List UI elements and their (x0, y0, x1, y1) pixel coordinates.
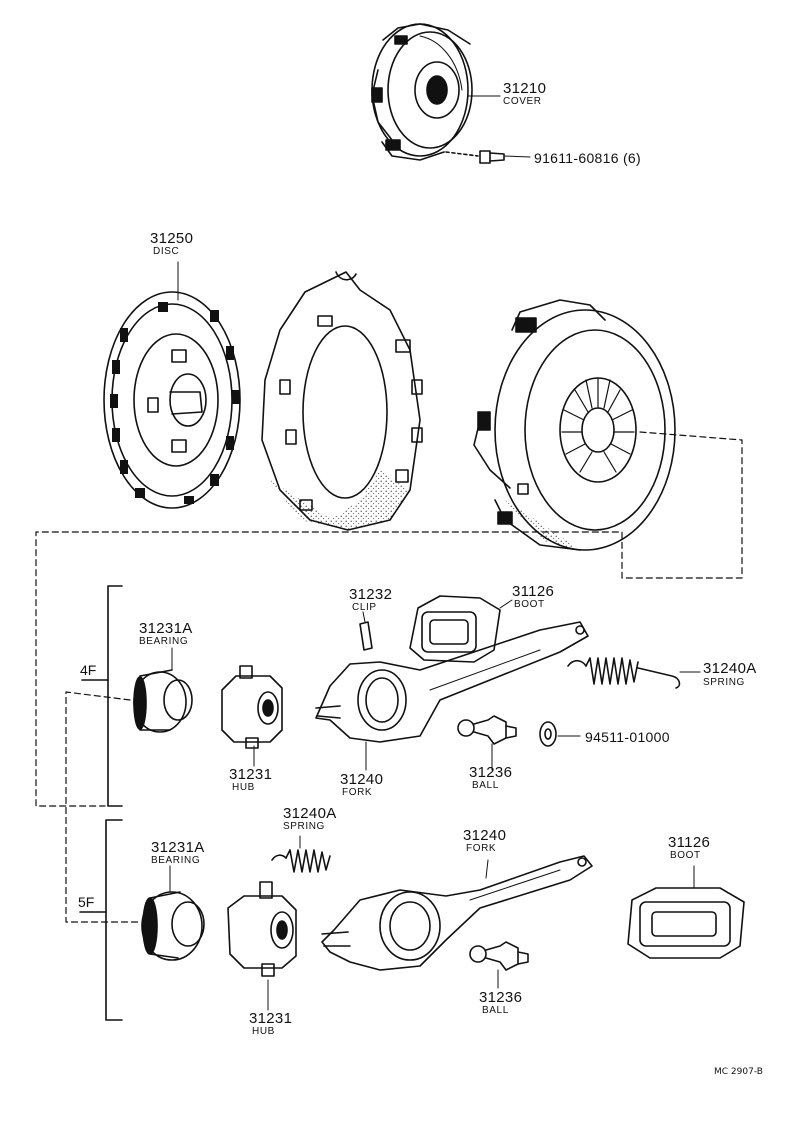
leader-lines (169, 95, 701, 1011)
spring-4f-number: 31240A (703, 660, 757, 677)
cover-drawing (371, 23, 473, 161)
fork-4f-name: FORK (342, 787, 373, 798)
fork-5f-number: 31240 (463, 827, 507, 844)
bolt-number: 91611-60816 (6) (534, 150, 641, 166)
ball-4f-drawing (457, 715, 517, 745)
fork-5f-drawing (321, 855, 593, 971)
bearing-5f-drawing (141, 891, 205, 961)
bearing-4f-drawing (133, 669, 193, 733)
boot-4f-name: BOOT (514, 599, 545, 610)
clip-name: CLIP (352, 602, 377, 613)
alignment-dashed-lines (35, 431, 743, 923)
footer-code: MC 2907-B (714, 1067, 763, 1077)
washer-number: 94511-01000 (585, 729, 670, 745)
group-label-4f: 4F (80, 662, 97, 678)
ball-5f-number: 31236 (479, 989, 523, 1006)
ball-4f-number: 31236 (469, 764, 513, 781)
boot-4f-number: 31126 (512, 583, 555, 600)
spring-5f-number: 31240A (283, 805, 337, 822)
hub-5f-number: 31231 (249, 1010, 293, 1027)
fork-4f-number: 31240 (340, 771, 384, 788)
washer-drawing (539, 721, 557, 747)
group-label-5f: 5F (78, 894, 95, 910)
cover-number: 31210 (503, 80, 547, 97)
hub-4f-drawing (221, 665, 283, 749)
boot-5f-number: 31126 (668, 834, 711, 851)
clip-number: 31232 (349, 586, 393, 603)
disc-drawing (103, 291, 241, 509)
ball-5f-name: BALL (482, 1005, 509, 1016)
bearing-5f-number: 31231A (151, 839, 205, 856)
pressure-plate-drawing (261, 271, 423, 531)
bolt-drawing (445, 150, 531, 164)
ball-5f-drawing (469, 941, 529, 971)
bearing-4f-name: BEARING (139, 636, 189, 647)
spring-4f-drawing (567, 657, 681, 689)
bracket-5f (79, 819, 123, 1021)
fork-5f-name: FORK (466, 843, 497, 854)
cover-name: COVER (503, 96, 542, 107)
spring-5f-name: SPRING (283, 821, 325, 832)
cover-large-drawing (473, 299, 676, 551)
spring-5f-drawing (271, 849, 331, 873)
fork-4f-drawing (315, 621, 589, 743)
spring-4f-name: SPRING (703, 677, 745, 688)
boot-4f-drawing (409, 595, 501, 663)
disc-number: 31250 (150, 230, 194, 247)
hub-4f-name: HUB (232, 782, 255, 793)
boot-5f-name: BOOT (670, 850, 701, 861)
hub-4f-number: 31231 (229, 766, 273, 783)
bearing-5f-name: BEARING (151, 855, 201, 866)
ball-4f-name: BALL (472, 780, 499, 791)
boot-5f-drawing (627, 887, 745, 959)
bracket-4f (81, 585, 123, 807)
clip-4f-drawing (359, 621, 373, 651)
disc-name: DISC (153, 246, 180, 257)
hub-5f-drawing (227, 881, 297, 977)
hub-5f-name: HUB (252, 1026, 275, 1037)
bearing-4f-number: 31231A (139, 620, 193, 637)
